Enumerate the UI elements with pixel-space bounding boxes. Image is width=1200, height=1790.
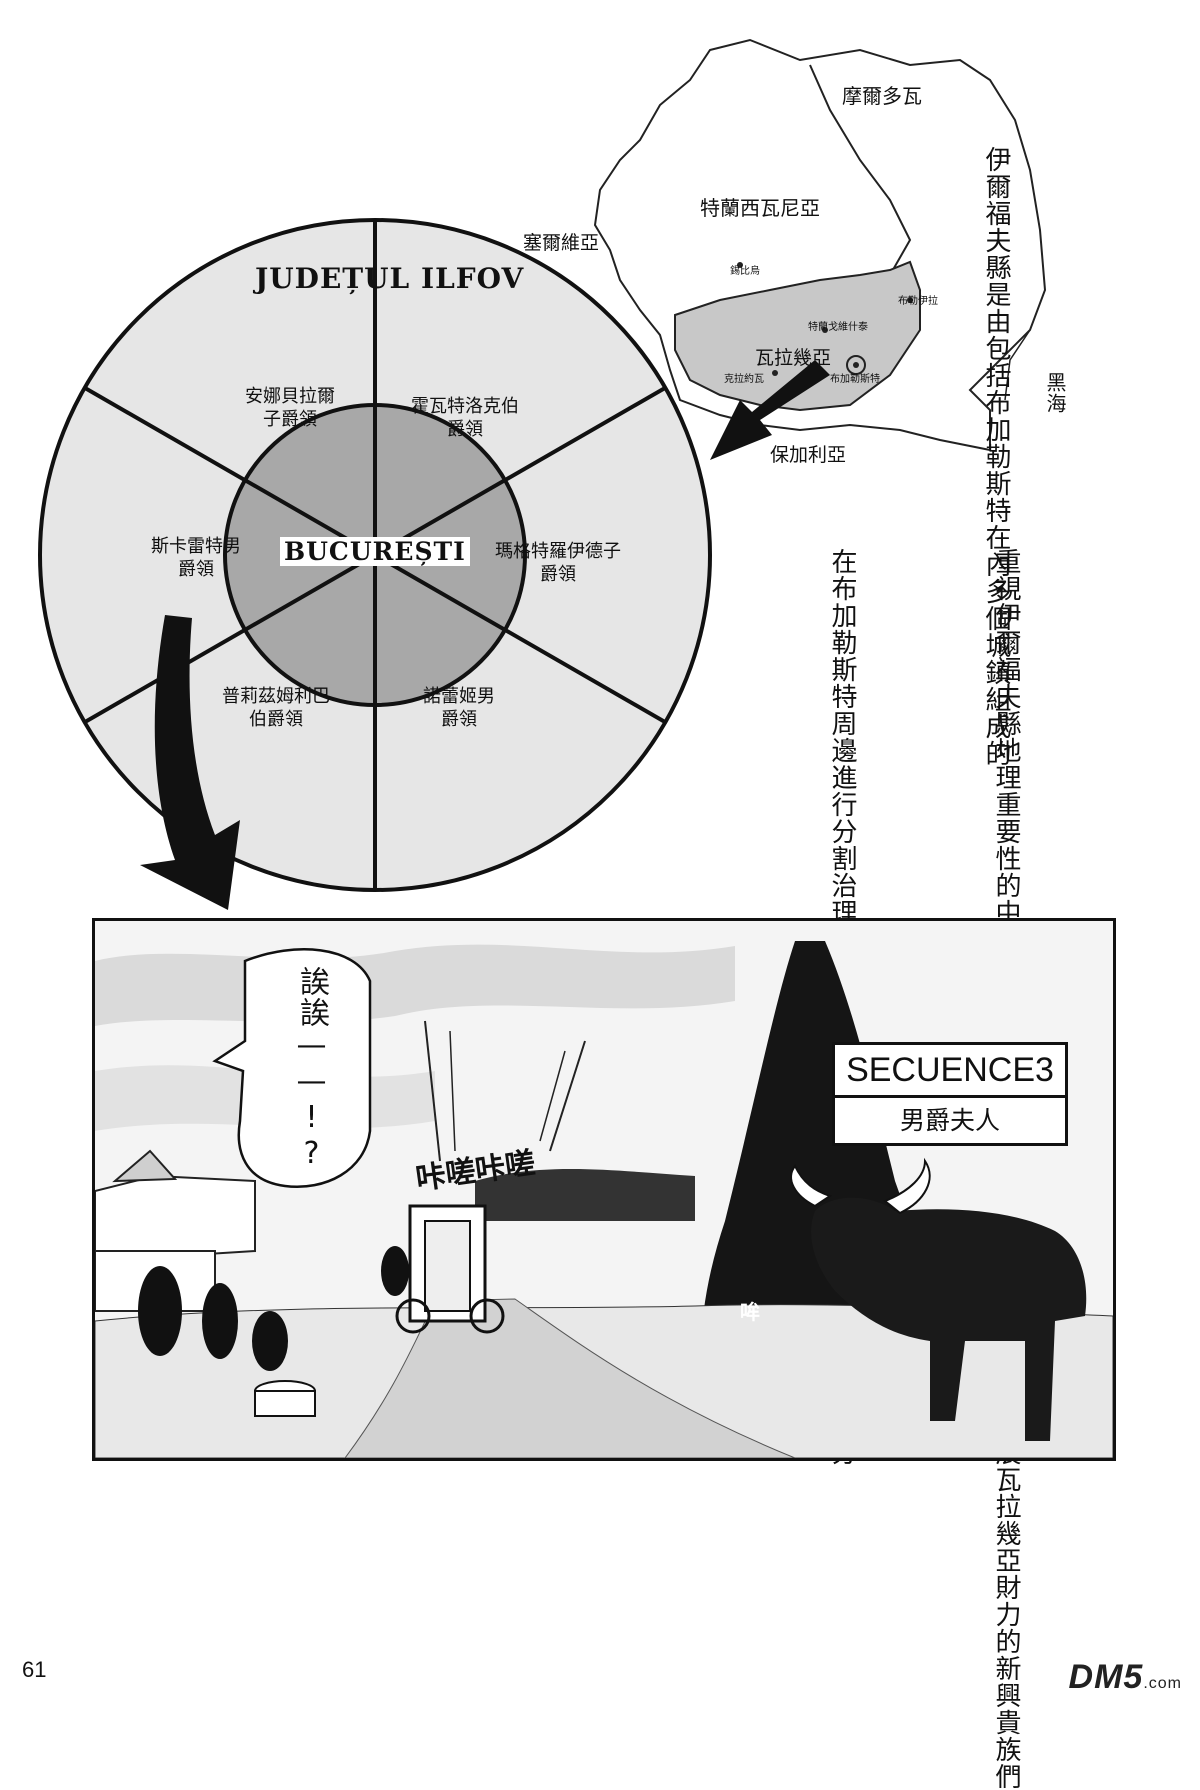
estate-prismriver: 普莉茲姆利巴伯爵領	[222, 686, 330, 731]
estate-horvat: 霍瓦特洛克伯爵領	[411, 396, 519, 441]
moldova-border	[809, 64, 912, 276]
city-bucharest: 布加勒斯特	[830, 374, 880, 385]
estate-annabel: 安娜貝拉爾子爵領	[245, 386, 335, 431]
label-moldova: 摩爾多瓦	[842, 84, 922, 108]
manga-page: 摩爾多瓦 特蘭西瓦尼亞 塞爾維亞 瓦拉幾亞 保加利亞 黑海 特蘭戈維什泰 布勒伊…	[22, 38, 1182, 1790]
wheel-title: JUDEȚUL ILFOV	[255, 262, 525, 295]
dm5-logo-text: DM5	[1068, 1658, 1144, 1696]
speech-bubble	[212, 948, 372, 1188]
comic-panel: 誒誒——!? 咔嗟咔嗟 哞	[92, 918, 1116, 1461]
city-craiova: 克拉約瓦	[724, 374, 764, 385]
estate-margatroid: 瑪格特羅伊德子爵領	[495, 541, 621, 586]
sfx-ox: 哞	[740, 1300, 760, 1324]
city-braila: 布勒伊拉	[898, 296, 938, 307]
estate-scarlet: 斯卡雷特男爵領	[151, 536, 241, 581]
country-outline	[593, 38, 1047, 452]
wheel-center-label: BUCUREȘTI	[280, 537, 470, 566]
speech-text: 誒誒——!?	[294, 966, 329, 1172]
label-serbia: 塞爾維亞	[523, 232, 600, 254]
label-bulgaria: 保加利亞	[770, 444, 847, 466]
panel-scene	[95, 921, 1113, 1458]
estate-knowledge: 諾蕾姬男爵領	[423, 686, 495, 731]
wheel-arrow	[140, 615, 240, 910]
city-trgoviste: 特蘭戈維什泰	[808, 322, 868, 333]
page-number: 61	[22, 1657, 47, 1682]
label-wallachia: 瓦拉幾亞	[755, 347, 832, 369]
dm5-logo: DM5.com	[1069, 1658, 1182, 1697]
map-arrow	[710, 360, 830, 460]
ilfov-note: 伊爾福夫縣是由包括布加勒斯特在內多個城鎮組成的	[981, 146, 1011, 767]
ox	[811, 1197, 1087, 1441]
label-transylvania: 特蘭西瓦尼亞	[700, 196, 820, 220]
city-sibiu: 錫比烏	[730, 266, 760, 277]
romania-map	[593, 38, 1047, 460]
sequence-title-card: SECUENCE3 男爵夫人	[832, 1042, 1068, 1146]
sequence-title: SECUENCE3	[835, 1045, 1065, 1098]
narration-right: 重視伊爾福夫縣地理重要性的中世紀及近代瓦拉幾亞的君主們招攬了擁有發展瓦拉幾亞財力…	[870, 548, 1021, 1790]
sequence-subtitle: 男爵夫人	[899, 1106, 1000, 1135]
dm5-logo-suffix: .com	[1143, 1675, 1182, 1692]
narration-left: 在布加勒斯特周邊進行分割治理同時也把布加勒斯特市內的行政區進行了劃分	[706, 548, 857, 1466]
label-black-sea: 黑海	[1043, 372, 1067, 414]
